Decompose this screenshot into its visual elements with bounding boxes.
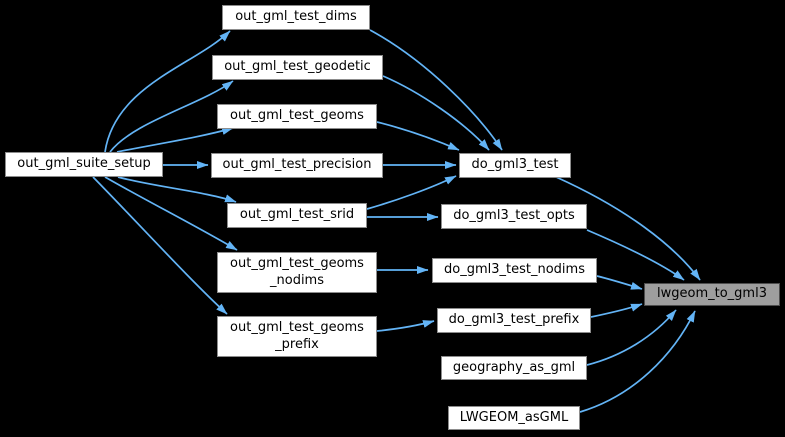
node-do-gml3-test-prefix[interactable]: do_gml3_test_prefix xyxy=(437,308,591,333)
edge-suite-setup-to-geoms-nodims xyxy=(104,176,238,251)
node-label: out_gml_test_dims xyxy=(235,9,357,25)
edge-geoms-prefix-to-do-test-prefix xyxy=(376,320,435,332)
node-out-gml-test-precision[interactable]: out_gml_test_precision xyxy=(211,153,383,178)
node-label: geography_as_gml xyxy=(452,359,576,375)
node-out-gml-test-geodetic[interactable]: out_gml_test_geodetic xyxy=(212,55,383,80)
node-label-line2: _nodims xyxy=(270,272,324,288)
node-label: out_gml_test_precision xyxy=(222,157,372,173)
edge-do-test-nodims-to-lwgeom-to-gml3 xyxy=(596,275,643,290)
node-geography-as-gml[interactable]: geography_as_gml xyxy=(441,356,587,380)
node-label: out_gml_test_geoms xyxy=(230,108,364,124)
node-label: do_gml3_test_nodims xyxy=(444,262,585,278)
node-out-gml-test-geoms-nodims[interactable]: out_gml_test_geoms _nodims xyxy=(217,252,377,293)
edge-suite-setup-to-geoms-prefix xyxy=(92,176,228,315)
node-out-gml-test-geoms-prefix[interactable]: out_gml_test_geoms _prefix xyxy=(217,316,377,357)
edge-do-gml3-test-to-lwgeom-to-gml3 xyxy=(555,176,701,281)
node-label-line2: _prefix xyxy=(275,336,319,352)
node-do-gml3-test-nodims[interactable]: do_gml3_test_nodims xyxy=(432,258,597,283)
edge-suite-setup-to-test-geodetic xyxy=(109,80,234,153)
edge-test-geoms-to-do-gml3-test xyxy=(376,121,460,151)
node-lwgeom-to-gml3-highlighted: lwgeom_to_gml3 xyxy=(644,283,780,306)
node-out-gml-test-srid[interactable]: out_gml_test_srid xyxy=(227,203,367,228)
node-label: do_gml3_test xyxy=(471,157,559,173)
edge-do-test-prefix-to-lwgeom-to-gml3 xyxy=(590,303,643,318)
edge-suite-setup-to-test-srid xyxy=(117,176,237,203)
node-out-gml-test-geoms[interactable]: out_gml_test_geoms xyxy=(217,104,377,129)
edge-test-srid-to-do-gml3-test xyxy=(366,175,457,210)
node-lwgeom-asgml[interactable]: LWGEOM_asGML xyxy=(448,406,580,430)
edge-geography-as-gml-to-lwgeom-to-gml3 xyxy=(586,309,677,366)
node-label-line1: out_gml_test_geoms xyxy=(230,320,364,336)
node-label: do_gml3_test_opts xyxy=(453,208,575,224)
edge-suite-setup-to-test-geoms xyxy=(116,127,234,153)
edge-test-geodetic-to-do-gml3-test xyxy=(382,75,490,151)
node-label: out_gml_test_srid xyxy=(239,207,355,223)
node-label: out_gml_suite_setup xyxy=(17,156,151,172)
node-label: out_gml_test_geodetic xyxy=(224,59,371,75)
edge-test-dims-to-do-gml3-test xyxy=(369,29,503,151)
node-do-gml3-test-opts[interactable]: do_gml3_test_opts xyxy=(441,204,587,229)
node-out-gml-suite-setup[interactable]: out_gml_suite_setup xyxy=(5,152,163,177)
node-do-gml3-test[interactable]: do_gml3_test xyxy=(459,153,571,178)
node-label: LWGEOM_asGML xyxy=(459,409,569,425)
node-out-gml-test-dims[interactable]: out_gml_test_dims xyxy=(222,5,370,30)
node-label: do_gml3_test_prefix xyxy=(448,312,580,328)
edge-do-test-opts-to-lwgeom-to-gml3 xyxy=(586,229,685,281)
node-label: lwgeom_to_gml3 xyxy=(657,286,767,302)
edge-lwgeom-asgml-to-lwgeom-to-gml3 xyxy=(579,310,696,413)
edge-suite-setup-to-test-dims xyxy=(104,30,231,153)
node-label-line1: out_gml_test_geoms xyxy=(230,256,364,272)
